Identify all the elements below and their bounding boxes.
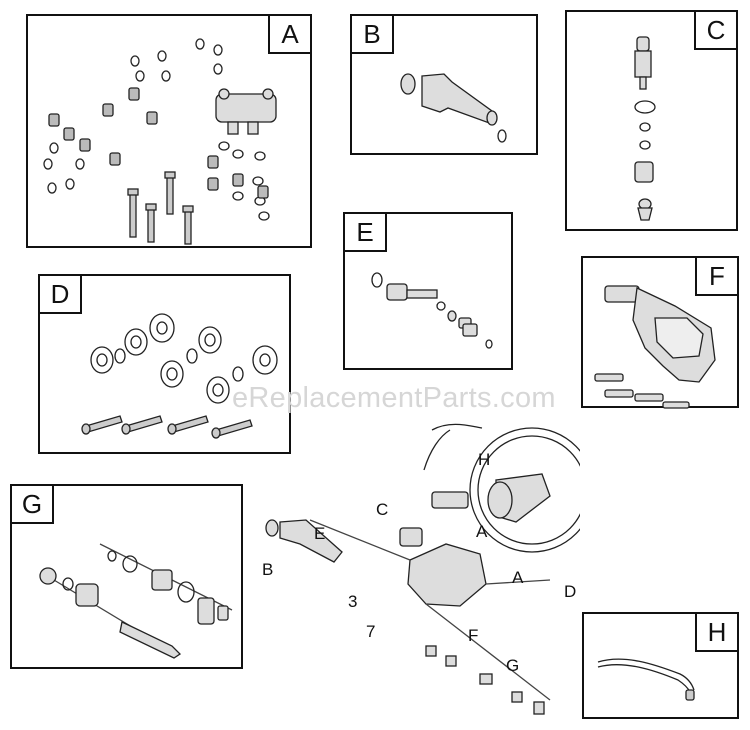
unloader-hose (431, 423, 483, 431)
panel-b[interactable]: B (350, 14, 538, 155)
panel-a-parts (43, 38, 277, 245)
pump-body (399, 491, 487, 607)
callout-3: 3 (348, 592, 358, 611)
panel-b-parts (400, 73, 507, 143)
callout-7: 7 (366, 622, 376, 641)
motor-mount-flange (469, 427, 595, 553)
panel-h-parts (597, 658, 695, 701)
panel-d-parts (81, 313, 278, 439)
panel-a[interactable]: A (26, 14, 312, 248)
panel-g[interactable]: G (10, 484, 243, 669)
panel-a-label: A (268, 14, 312, 54)
panel-f-label: F (695, 256, 739, 296)
valve-fittings (48, 87, 269, 199)
panel-c[interactable]: C (565, 10, 738, 231)
panel-e-label: E (343, 212, 387, 252)
seals (90, 313, 278, 404)
panel-f[interactable]: F (581, 256, 739, 409)
panel-b-label: B (350, 14, 394, 54)
callout-f: F (468, 626, 479, 645)
bolts (81, 415, 253, 439)
callout-c: C (376, 500, 389, 519)
o-rings (43, 38, 270, 221)
manifold (215, 88, 277, 135)
callout-e: E (314, 524, 326, 543)
inlet-fitting (265, 519, 343, 563)
callout-a-lower: A (512, 568, 524, 587)
panel-c-parts (634, 36, 656, 221)
panel-h-label: H (695, 612, 739, 652)
exploded-assembly: H C E A B A D 3 7 F G (250, 410, 595, 725)
panel-d[interactable]: D (38, 274, 291, 454)
callout-g: G (506, 656, 520, 675)
callout-h: H (478, 450, 491, 469)
panel-d-label: D (38, 274, 82, 314)
panel-g-parts (39, 543, 233, 659)
panel-c-label: C (694, 10, 738, 50)
panel-g-label: G (10, 484, 54, 524)
callout-a-upper: A (476, 522, 488, 541)
panel-f-parts (594, 285, 716, 409)
panel-h[interactable]: H (582, 612, 739, 719)
callout-d: D (564, 582, 577, 601)
g-series-parts (425, 645, 545, 715)
assembly-drawing (265, 423, 595, 715)
bolts (127, 171, 194, 245)
panel-e[interactable]: E (343, 212, 513, 370)
callout-b: B (262, 560, 274, 579)
panel-e-parts (371, 272, 493, 349)
